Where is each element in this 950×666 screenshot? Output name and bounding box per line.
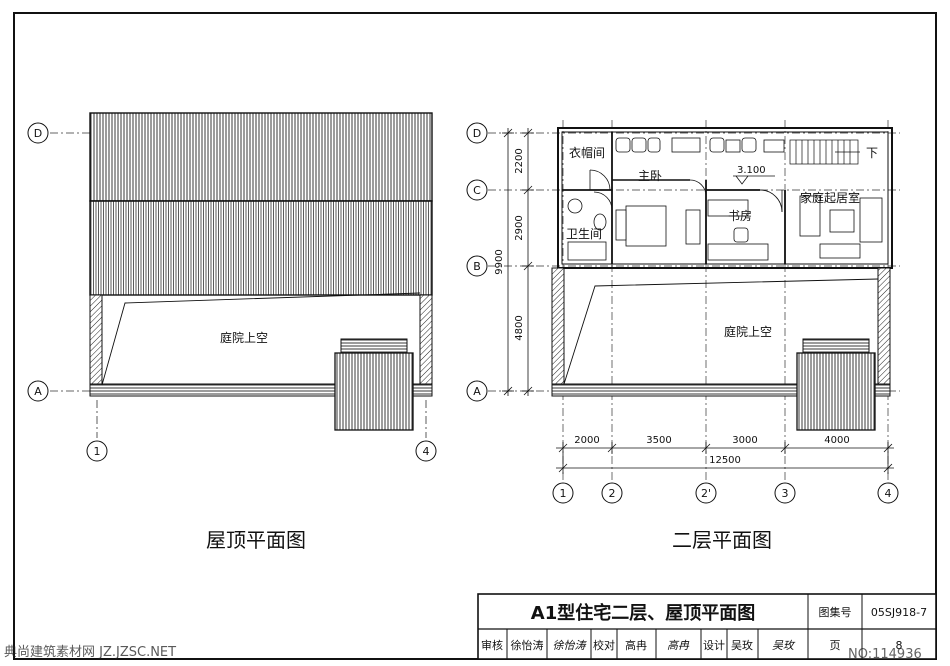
- reviewer-name: 徐怡涛: [511, 638, 544, 652]
- f2-canopy-cap: [802, 338, 870, 354]
- room-study: 书房: [728, 208, 752, 223]
- dim-2900: 2900: [514, 215, 525, 240]
- axis-label-1: 1: [94, 445, 101, 458]
- furniture: [567, 137, 883, 261]
- floor2-plan-title: 二层平面图: [672, 528, 772, 552]
- axis-label-2: 2: [609, 487, 616, 500]
- f2-right-wall: [877, 267, 891, 397]
- axis-label-1: 1: [560, 487, 567, 500]
- axis-label-4: 4: [885, 487, 892, 500]
- room-bathroom: 卫生间: [566, 227, 602, 241]
- checker-signature: 高冉: [667, 639, 690, 652]
- axis-bubble-a: [466, 380, 488, 402]
- sheet-border: [13, 12, 937, 660]
- floor2-plan: D C B A 1 2 2' 3 4: [466, 120, 900, 552]
- page-number: 8: [896, 639, 903, 652]
- designer-name: 吴玫: [731, 638, 753, 652]
- stair: [789, 139, 860, 165]
- horizontal-dimensions: [556, 442, 894, 474]
- axis-bubble-2: [601, 482, 623, 504]
- room-cloakroom: 衣帽间: [569, 145, 605, 160]
- watermark-right: NO:114936: [848, 647, 922, 662]
- axis-bubble-1: [86, 440, 108, 462]
- watermark-left: 典尚建筑素材网 JZ.JZSC.NET: [4, 644, 176, 660]
- atlas-label: 图集号: [819, 605, 852, 619]
- check-label: 校对: [593, 638, 615, 652]
- door-swings: [589, 169, 783, 213]
- axis-label-4: 4: [423, 445, 430, 458]
- elevation-mark: 3.100: [737, 165, 766, 176]
- axis-label-c: C: [473, 184, 481, 197]
- dim-4800: 4800: [514, 315, 525, 340]
- vertical-dimensions: [502, 128, 534, 396]
- designer-signature: 吴玫: [772, 639, 796, 652]
- roof-upper-slope: [89, 112, 433, 202]
- design-label: 设计: [703, 639, 725, 652]
- title-block-title: A1型住宅二层、屋顶平面图: [531, 602, 755, 624]
- axis-label-b: B: [473, 260, 481, 273]
- axis-bubble-a: [27, 380, 49, 402]
- reviewer-signature: 徐怡涛: [553, 639, 588, 652]
- room-family-room: 家庭起居室: [800, 190, 860, 205]
- roof-canopy-cap: [340, 338, 408, 354]
- axis-label-a: A: [34, 385, 42, 398]
- stair-down-label: 下: [866, 146, 878, 160]
- axis-bubble-2prime: [695, 482, 717, 504]
- dim-2200: 2200: [514, 148, 525, 173]
- f2-canopy: [796, 352, 876, 431]
- roof-courtyard-label: 庭院上空: [220, 330, 268, 345]
- dim-12500: 12500: [709, 455, 741, 466]
- roof-left-wall: [89, 294, 103, 397]
- dim-4000: 4000: [824, 435, 849, 446]
- floor2-walls: [557, 127, 893, 269]
- f2-left-wall: [551, 267, 565, 397]
- review-label: 审核: [481, 638, 503, 652]
- title-block: A1型住宅二层、屋顶平面图 图集号 05SJ918-7 审核 徐怡涛 徐怡涛 校…: [477, 593, 937, 660]
- axis-bubble-1: [552, 482, 574, 504]
- axis-bubble-b: [466, 255, 488, 277]
- dim-2000: 2000: [574, 435, 599, 446]
- atlas-number: 05SJ918-7: [871, 606, 927, 619]
- axis-bubble-4: [877, 482, 899, 504]
- roof-plan: D A 1 4 庭院上空 屋顶平面图: [27, 112, 437, 552]
- roof-right-wall: [419, 294, 433, 397]
- axis-bubble-d: [466, 122, 488, 144]
- axis-label-a: A: [473, 385, 481, 398]
- axis-label-d: D: [473, 127, 481, 140]
- dim-3500: 3500: [646, 435, 671, 446]
- axis-label-3: 3: [782, 487, 789, 500]
- axis-bubble-c: [466, 179, 488, 201]
- roof-lower-slope: [89, 200, 433, 296]
- dim-9900: 9900: [494, 249, 505, 274]
- room-master-bedroom: 主卧: [638, 169, 662, 183]
- axis-label-d: D: [34, 127, 42, 140]
- axis-label-2prime: 2': [701, 487, 711, 500]
- roof-canopy: [334, 352, 414, 431]
- checker-name: 高冉: [625, 638, 647, 652]
- axis-bubble-4: [415, 440, 437, 462]
- room-courtyard-void: 庭院上空: [724, 324, 772, 339]
- axis-bubble-d: [27, 122, 49, 144]
- axis-bubble-3: [774, 482, 796, 504]
- page-label: 页: [830, 639, 841, 652]
- dim-3000: 3000: [732, 435, 757, 446]
- roof-plan-title: 屋顶平面图: [206, 528, 306, 552]
